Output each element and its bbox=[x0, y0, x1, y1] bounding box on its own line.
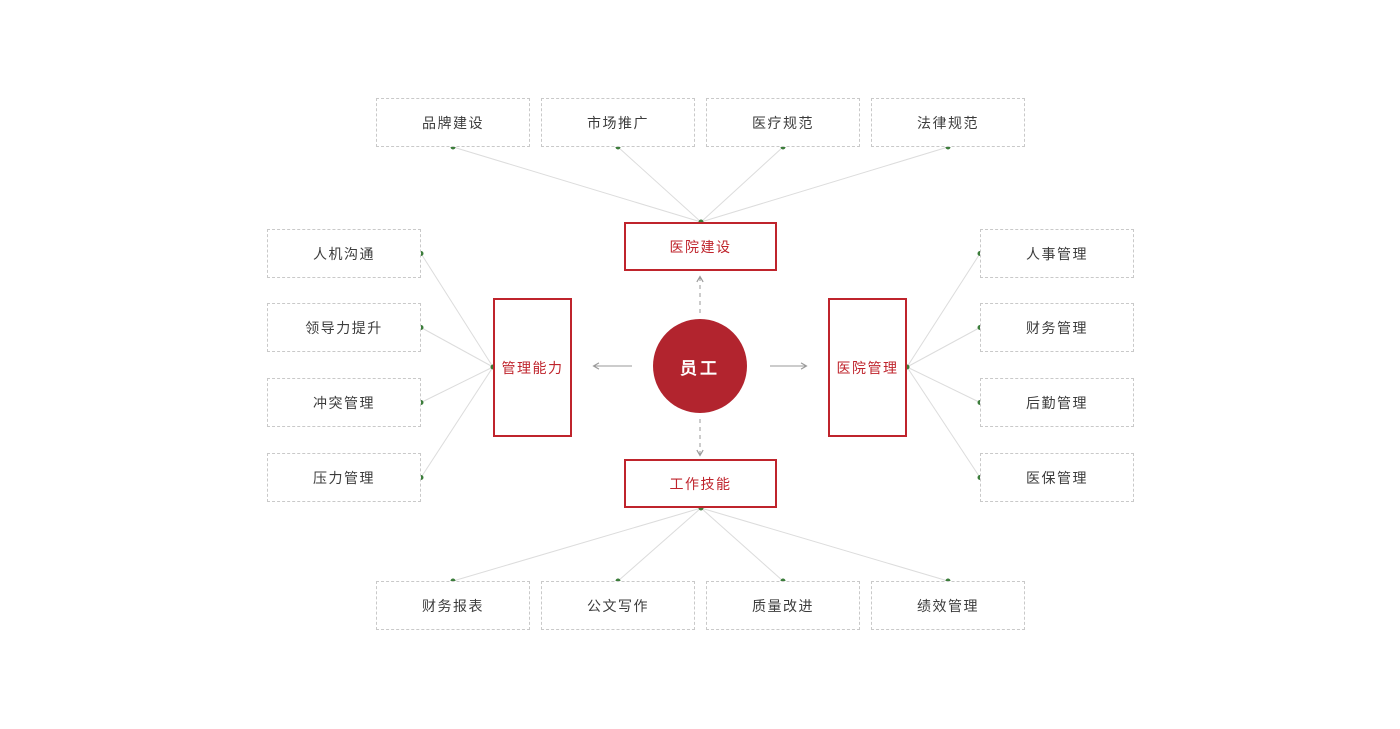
connector-line bbox=[452, 146, 702, 223]
left-fan-lines bbox=[420, 253, 494, 478]
leaf-logistics-management: 后勤管理 bbox=[980, 378, 1134, 427]
connector-line bbox=[420, 327, 494, 368]
connector-line bbox=[700, 507, 784, 582]
connector-line bbox=[420, 253, 494, 368]
top-fan-lines bbox=[452, 146, 949, 223]
leaf-insurance-management: 医保管理 bbox=[980, 453, 1134, 502]
leaf-quality-improvement: 质量改进 bbox=[706, 581, 860, 630]
connector-line bbox=[452, 507, 702, 582]
leaf-official-writing: 公文写作 bbox=[541, 581, 695, 630]
connector-line bbox=[906, 366, 981, 403]
bottom-fan-lines bbox=[452, 507, 949, 582]
leaf-brand-building: 品牌建设 bbox=[376, 98, 530, 147]
connector-line bbox=[617, 146, 702, 223]
connector-line bbox=[420, 366, 494, 478]
node-hospital-construction: 医院建设 bbox=[624, 222, 777, 271]
leaf-stress-management: 压力管理 bbox=[267, 453, 421, 502]
connector-line bbox=[700, 507, 949, 582]
connector-line bbox=[700, 146, 949, 223]
right-fan-lines bbox=[906, 253, 981, 478]
node-work-skills: 工作技能 bbox=[624, 459, 777, 508]
leaf-conflict-management: 冲突管理 bbox=[267, 378, 421, 427]
center-employee-circle: 员工 bbox=[653, 319, 747, 413]
leaf-legal-standards: 法律规范 bbox=[871, 98, 1025, 147]
leaf-market-promotion: 市场推广 bbox=[541, 98, 695, 147]
leaf-finance-management: 财务管理 bbox=[980, 303, 1134, 352]
connector-line bbox=[906, 327, 981, 368]
node-hospital-management: 医院管理 bbox=[828, 298, 907, 437]
node-management-ability: 管理能力 bbox=[493, 298, 572, 437]
leaf-medical-standards: 医疗规范 bbox=[706, 98, 860, 147]
leaf-performance-management: 绩效管理 bbox=[871, 581, 1025, 630]
leaf-leadership-improvement: 领导力提升 bbox=[267, 303, 421, 352]
connector-line bbox=[906, 253, 981, 368]
connector-line bbox=[420, 366, 494, 403]
leaf-hr-management: 人事管理 bbox=[980, 229, 1134, 278]
connector-line bbox=[700, 146, 784, 223]
center-arrows bbox=[592, 275, 808, 457]
leaf-financial-reports: 财务报表 bbox=[376, 581, 530, 630]
leaf-interpersonal-communication: 人机沟通 bbox=[267, 229, 421, 278]
connector-line bbox=[617, 507, 702, 582]
connector-line bbox=[906, 366, 981, 478]
